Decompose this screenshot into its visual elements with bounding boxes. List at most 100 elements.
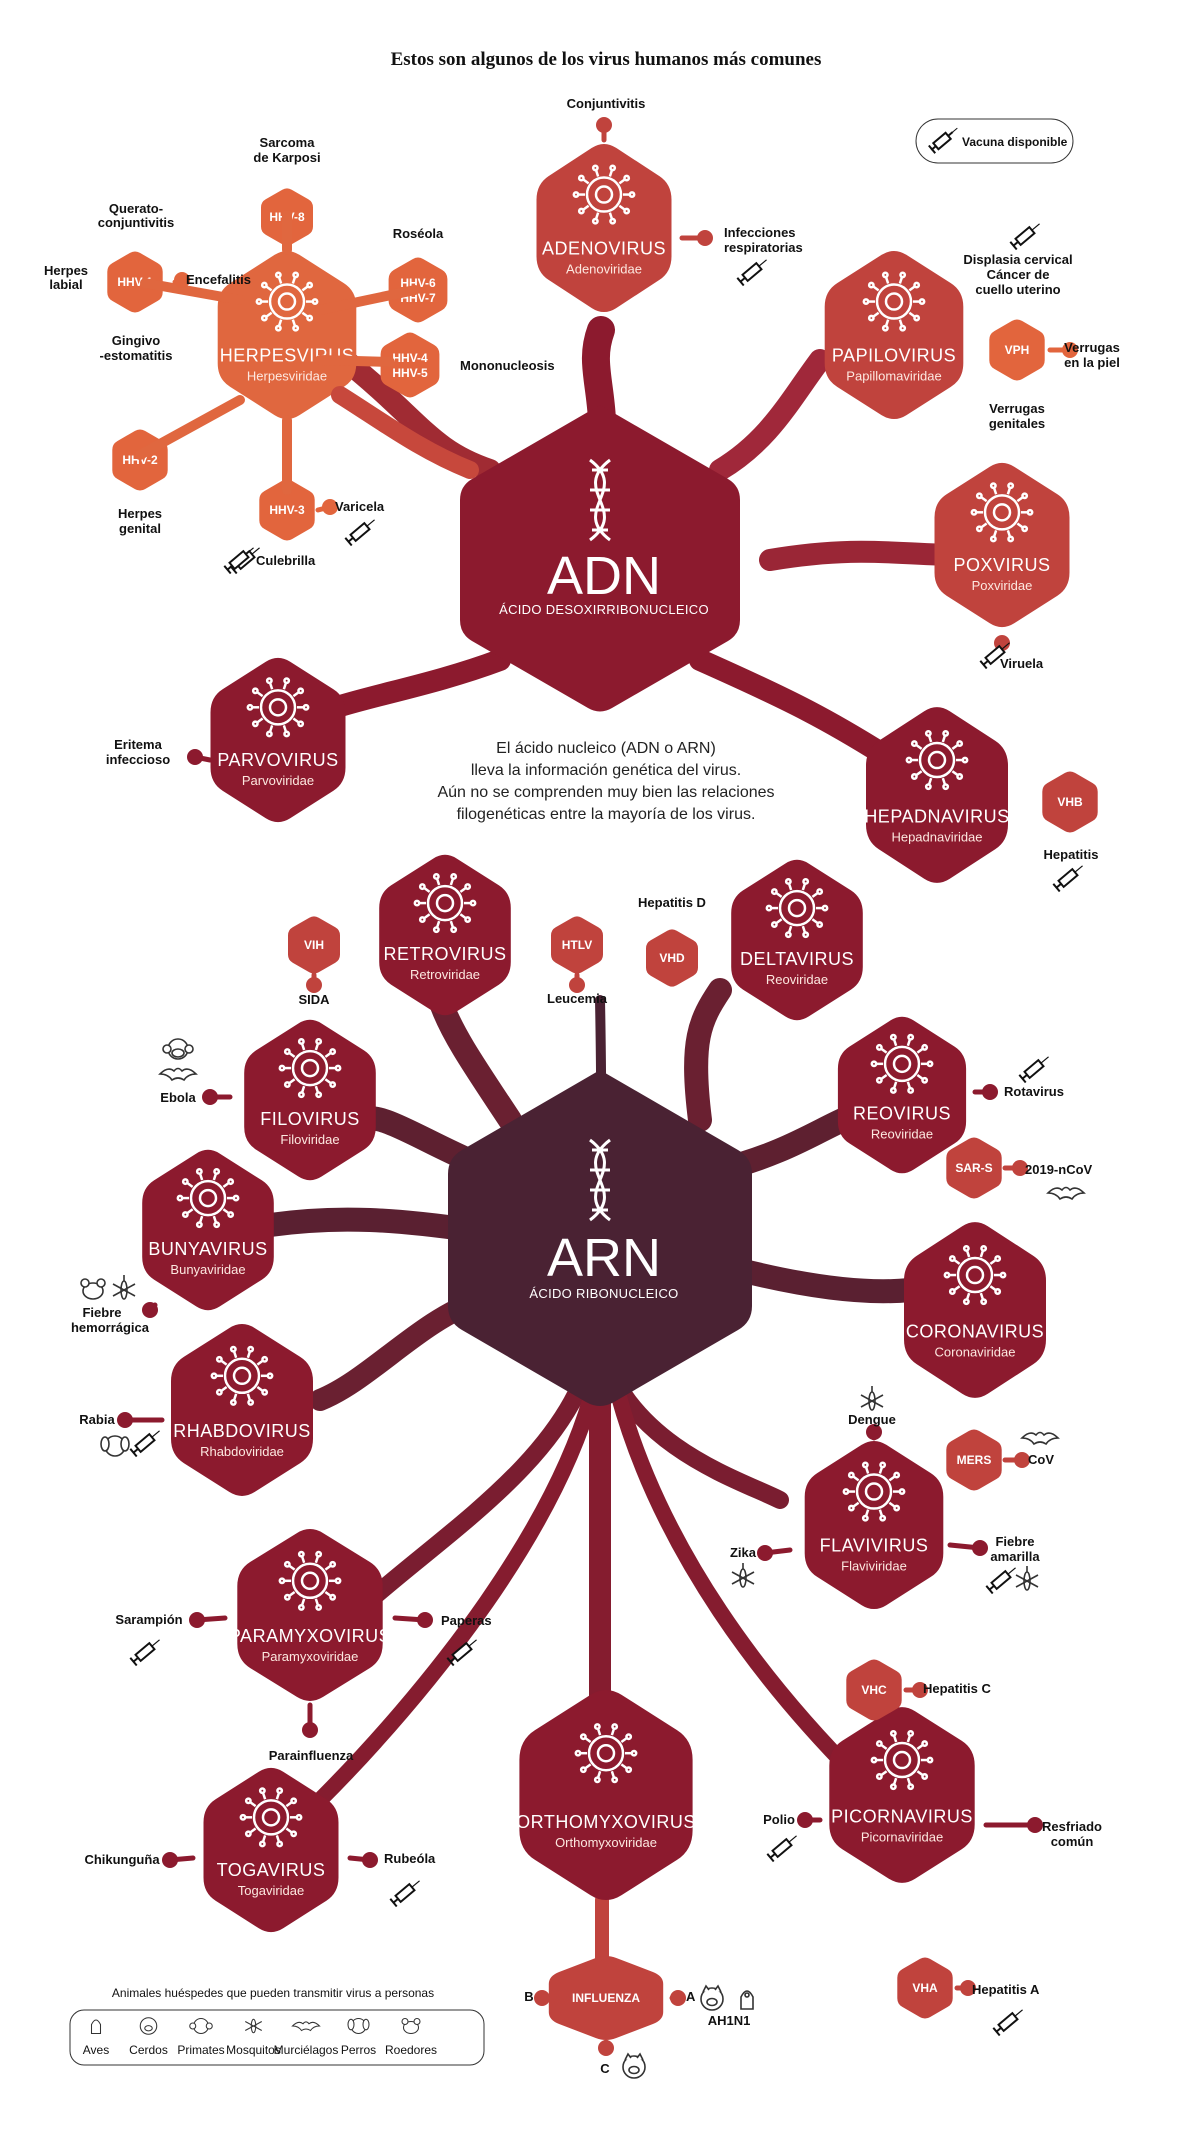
disease-pin [569, 972, 585, 993]
host-bird: Aves [83, 2019, 109, 2057]
subtype-label: MERS [957, 1453, 992, 1467]
pins-layer [117, 117, 1078, 2056]
disease-pin [1002, 1452, 1030, 1468]
disease-pin [903, 1682, 928, 1698]
disease-pin [534, 1990, 550, 2006]
note-line: El ácido nucleico (ADN o ARN) [496, 740, 716, 757]
family-hepadnavirus: HEPADNAVIRUS Hepadnaviridae [864, 707, 1009, 883]
family-latin: Adenoviridae [566, 261, 642, 276]
syringe-icon [985, 1567, 1016, 1595]
label-resfriado-1: Resfriado [1042, 1819, 1102, 1834]
virion-icon [574, 1723, 638, 1784]
label-fiebre-hem-1: Fiebre [82, 1305, 121, 1320]
label-varicela: Varicela [335, 499, 385, 514]
virion-icon [246, 677, 310, 738]
label-conjuntivitis: Conjuntivitis [567, 96, 646, 111]
label-eritema-1: Eritema [114, 737, 162, 752]
family-name: HEPADNAVIRUS [864, 807, 1009, 827]
label-chikunguna: Chikunguña [84, 1852, 160, 1867]
label-roseola: Roséola [393, 226, 444, 241]
subtype-hhv3: HHV-3 [259, 479, 315, 541]
subtype-label: HHV-4 [392, 351, 428, 365]
label-verrugas-piel-2: en la piel [1064, 355, 1120, 370]
arn-title: ARN [547, 1228, 661, 1288]
label-rubeola: Rubeóla [384, 1851, 436, 1866]
disease-pin [596, 117, 612, 143]
pig-icon [139, 2017, 158, 2035]
label-mononucleosis: Mononucleosis [460, 358, 555, 373]
subtype-label: HTLV [562, 938, 592, 952]
label-sarcoma-1: Sarcoma [260, 135, 316, 150]
family-latin: Bunyaviridae [170, 1262, 245, 1277]
disease-pin [172, 272, 190, 288]
label-flu-a: A [686, 1989, 696, 2004]
label-ebola: Ebola [160, 1090, 196, 1105]
host-pig: Cerdos [129, 2017, 168, 2057]
subtype-label: VHD [659, 951, 685, 965]
label-paperas: Paperas [441, 1613, 492, 1628]
subtype-label: VHB [1057, 795, 1083, 809]
family-latin: Retroviridae [410, 967, 480, 982]
bat-icon [158, 1067, 198, 1082]
monkey-icon [189, 2017, 213, 2035]
family-name: RHABDOVIRUS [173, 1421, 311, 1441]
arn-subtitle: ÁCIDO RIBONUCLEICO [529, 1286, 678, 1301]
label-herpes-labial-2: labial [49, 277, 82, 292]
label-rotavirus: Rotavirus [1004, 1084, 1064, 1099]
subtype-mers: MERS [946, 1429, 1002, 1491]
host-label: Primates [177, 2043, 224, 2057]
host-label: Roedores [385, 2043, 437, 2057]
subtype-vhd: VHD [646, 929, 698, 987]
mosquito-icon [244, 2018, 263, 2034]
disease-pin [347, 1852, 378, 1868]
subtype-vph: VPH [989, 319, 1045, 381]
disease-pin [972, 1084, 998, 1100]
disease-pin [302, 1702, 318, 1738]
host-label: Mosquitos [226, 2043, 281, 2057]
host-monkey: Primates [177, 2017, 225, 2057]
hosts-legend-title: Animales huéspedes que pueden transmitir… [112, 1986, 434, 2000]
label-hepatitis-b: Hepatitis [1044, 847, 1099, 862]
disease-pin [202, 1089, 233, 1105]
family-latin: Picornaviridae [861, 1830, 943, 1845]
family-latin: Reoviridae [871, 1127, 933, 1142]
virion-icon [176, 1168, 240, 1229]
disease-pin [947, 1540, 988, 1556]
label-viruela: Viruela [1000, 656, 1044, 671]
bird-icon [740, 1990, 754, 2010]
label-displasia-2: Cáncer de [987, 267, 1050, 282]
virion-icon [239, 1787, 303, 1848]
disease-pin [392, 1612, 433, 1628]
disease-labels: Conjuntivitis Infecciones respiratorias … [44, 96, 1120, 2076]
syringe-icon [344, 519, 375, 547]
monkey-icon [162, 1038, 194, 1060]
virion-icon [870, 1033, 934, 1094]
note-text: El ácido nucleico (ADN o ARN) lleva la i… [437, 740, 774, 823]
dog-icon [347, 2017, 370, 2035]
disease-pin [797, 1812, 823, 1828]
family-name: PAPILOVIRUS [832, 345, 956, 365]
disease-pin [187, 749, 213, 765]
rodent-icon [401, 2017, 421, 2035]
family-latin: Hepadnaviridae [891, 830, 982, 845]
dna-icon [589, 1138, 611, 1222]
family-name: FLAVIVIRUS [820, 1535, 929, 1555]
label-flu-b: B [524, 1989, 533, 2004]
syringe-icon [992, 2009, 1023, 2037]
adn-hub: ADN ÁCIDO DESOXIRRIBONUCLEICO [460, 405, 740, 712]
virion-icon [278, 1038, 342, 1099]
disease-pin [669, 1990, 686, 2006]
disease-pin [315, 499, 338, 515]
family-latin: Reoviridae [766, 972, 828, 987]
syringe-icon [736, 259, 767, 287]
label-gingivo-2: -estomatitis [100, 348, 173, 363]
